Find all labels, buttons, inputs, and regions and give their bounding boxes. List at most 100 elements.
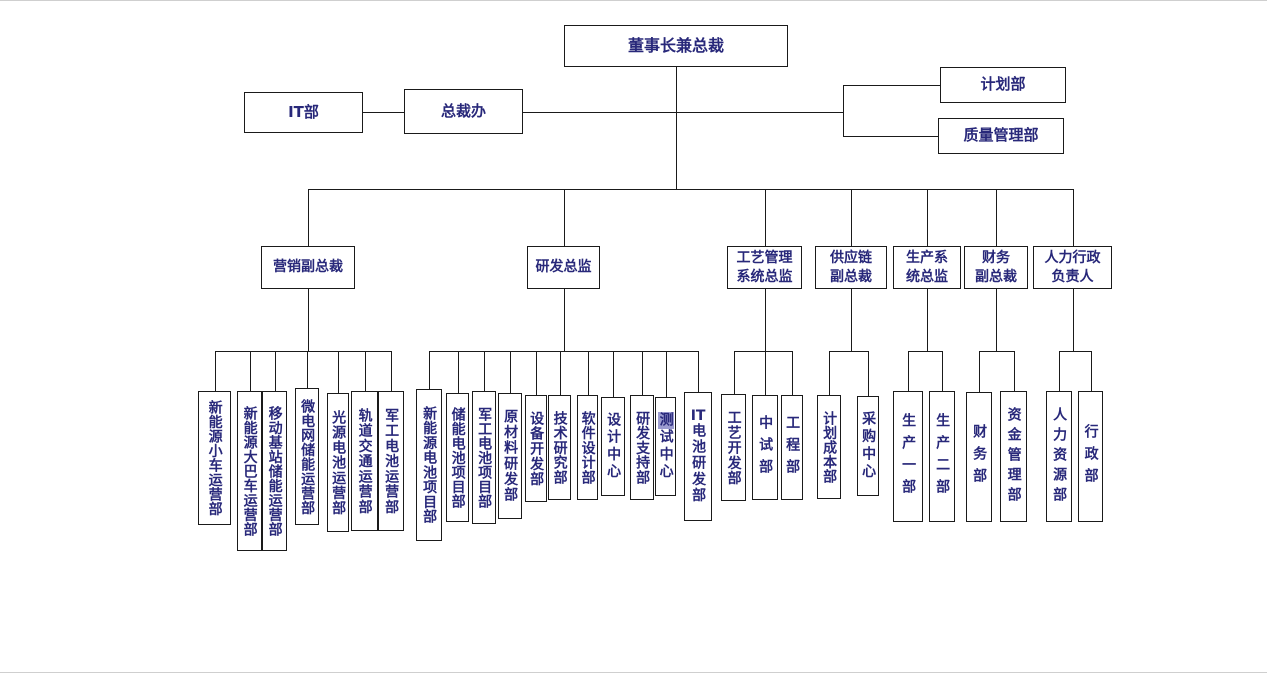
org-node-it-dept[interactable]: IT部 [244,92,363,133]
org-node-division-1-child-9[interactable]: 测试中心 [655,397,676,496]
org-node-division-1-child-1-label: 储能电池项目部 [449,406,466,509]
org-node-division-2-child-0[interactable]: 工艺开发部 [721,394,746,501]
org-node-division-4-label: 生产系 统总监 [906,250,948,285]
connector-line [642,351,643,395]
org-node-division-1-child-7[interactable]: 设计中心 [601,397,625,496]
org-node-division-3-child-1-label: 采购中心 [860,411,877,481]
org-node-division-0-child-5-label: 轨道交通运营部 [356,407,373,515]
org-node-division-3-child-0[interactable]: 计划成本部 [817,395,841,499]
org-node-division-6-child-0-label: 人力资源部 [1051,406,1068,507]
org-node-planning-dept[interactable]: 计划部 [940,67,1066,103]
connector-line [588,351,589,395]
org-node-division-0[interactable]: 营销副总裁 [261,246,355,289]
connector-line [510,351,511,393]
org-node-division-1-child-10[interactable]: IT电池研发部 [684,392,712,521]
org-node-root[interactable]: 董事长兼总裁 [564,25,788,67]
org-node-division-1-child-0[interactable]: 新能源电池项目部 [416,389,442,541]
org-node-division-0-child-4[interactable]: 光源电池运营部 [327,393,349,532]
org-node-division-1-child-2-label: 军工电池项目部 [476,406,493,509]
org-node-division-2-child-0-label: 工艺开发部 [725,409,742,486]
connector-line [734,351,735,394]
org-node-division-1-child-3[interactable]: 原材料研发部 [498,393,522,519]
org-node-division-1-child-9-label: 测试中心 [657,412,674,481]
org-node-division-0-child-5[interactable]: 轨道交通运营部 [351,391,378,531]
org-node-division-0-child-6-label: 军工电池运营部 [383,407,400,515]
connector-line [564,289,565,351]
org-node-division-0-child-6[interactable]: 军工电池运营部 [378,391,404,531]
connector-line [308,189,309,246]
org-node-division-1-child-8[interactable]: 研发支持部 [630,395,654,500]
org-node-division-1-child-0-label: 新能源电池项目部 [421,406,438,524]
org-node-division-1[interactable]: 研发总监 [527,246,600,289]
connector-line [429,351,698,352]
org-node-division-1-child-6[interactable]: 软件设计部 [577,395,598,500]
org-node-division-6-child-0[interactable]: 人力资源部 [1046,391,1072,522]
org-node-division-6[interactable]: 人力行政 负责人 [1033,246,1112,289]
org-node-planning-dept-label: 计划部 [980,75,1026,94]
org-node-division-3-child-0-label: 计划成本部 [821,410,838,484]
connector-line [1073,189,1074,246]
connector-line [363,112,404,113]
org-node-division-5[interactable]: 财务 副总裁 [964,246,1028,289]
connector-line [698,351,699,392]
connector-line [765,189,766,246]
connector-line [308,189,1073,190]
connector-line [523,112,843,113]
org-node-division-1-label: 研发总监 [535,259,592,276]
org-node-division-3[interactable]: 供应链 副总裁 [815,246,887,289]
connector-line [942,351,943,391]
connector-line [851,289,852,351]
org-node-division-0-child-3-label: 微电网储能运营部 [299,398,316,515]
org-node-division-4[interactable]: 生产系 统总监 [893,246,961,289]
org-node-division-1-child-8-label: 研发支持部 [634,410,651,485]
connector-line [391,351,392,391]
connector-line [765,351,766,395]
org-node-division-4-child-1[interactable]: 生产二部 [929,391,955,522]
org-node-division-5-label: 财务 副总裁 [975,250,1017,285]
org-node-division-2-label: 工艺管理 系统总监 [736,250,793,285]
connector-line [484,351,485,391]
connector-line [927,289,928,351]
connector-line [1073,289,1074,351]
connector-line [275,351,276,391]
connector-line [829,351,868,352]
org-node-division-4-child-0[interactable]: 生产一部 [893,391,923,522]
connector-line [458,351,459,393]
connector-line [676,67,677,189]
connector-line [927,189,928,246]
org-node-division-0-child-2[interactable]: 移动基站储能运营部 [262,391,287,551]
org-node-president-office[interactable]: 总裁办 [404,89,523,134]
org-node-division-0-child-0[interactable]: 新能源小车运营部 [198,391,231,525]
org-node-division-0-child-1[interactable]: 新能源大巴车运营部 [237,391,262,551]
org-node-president-office-label: 总裁办 [440,101,486,120]
org-node-division-6-child-1[interactable]: 行政部 [1078,391,1103,522]
connector-line [1059,351,1060,391]
org-node-division-3-child-1[interactable]: 采购中心 [857,396,879,496]
connector-line [1059,351,1091,352]
connector-line [908,351,909,391]
connector-line [215,351,216,391]
org-node-division-1-child-10-label: IT电池研发部 [690,409,707,504]
org-node-division-1-child-2[interactable]: 军工电池项目部 [472,391,496,524]
org-node-division-5-child-0[interactable]: 财务部 [966,392,992,522]
connector-line [365,351,366,391]
connector-line [338,351,339,393]
combined-latin-text: IT [690,409,706,424]
connector-line [979,351,980,392]
org-node-division-1-child-4[interactable]: 设备开发部 [525,395,547,502]
org-node-division-1-child-5[interactable]: 技术研究部 [548,395,571,500]
org-node-division-1-child-1[interactable]: 储能电池项目部 [446,393,469,522]
org-node-division-2-child-2[interactable]: 工程部 [781,395,803,500]
org-node-division-0-child-3[interactable]: 微电网储能运营部 [295,388,319,525]
org-node-quality-dept[interactable]: 质量管理部 [938,118,1064,154]
org-node-division-5-child-1[interactable]: 资金管理部 [1000,391,1027,522]
org-node-division-2-child-1[interactable]: 中试部 [752,395,778,500]
org-node-division-0-child-0-label: 新能源小车运营部 [206,400,223,516]
connector-line [666,351,667,397]
connector-line [868,351,869,396]
org-node-division-1-child-7-label: 设计中心 [605,412,622,481]
connector-line [536,351,537,395]
selected-character-highlight: 测 [657,412,674,430]
org-node-division-2[interactable]: 工艺管理 系统总监 [727,246,802,289]
org-node-division-1-child-3-label: 原材料研发部 [502,409,519,503]
